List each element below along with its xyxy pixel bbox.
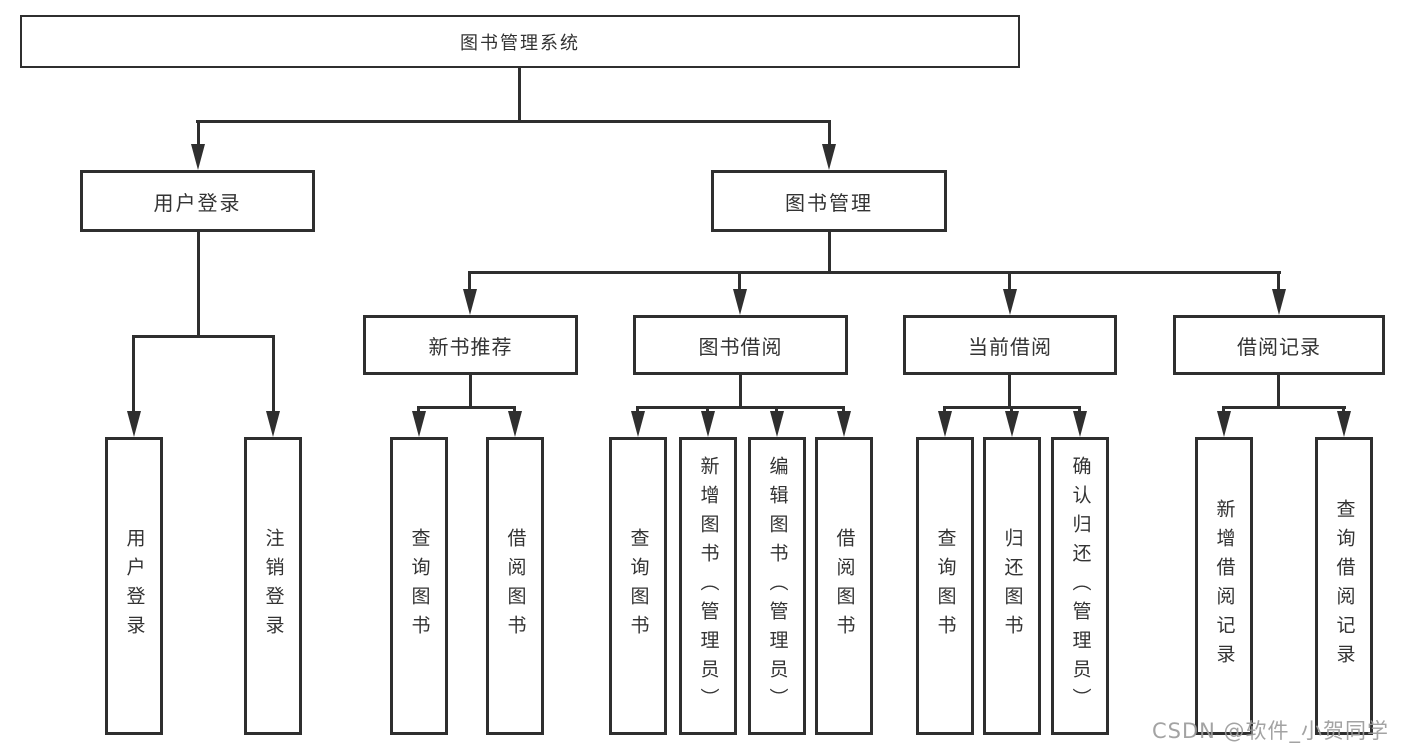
arrow-down-icon: [938, 411, 952, 437]
node-label: 图书管理: [785, 190, 873, 215]
connector-line: [636, 406, 845, 409]
arrow-down-icon: [463, 289, 477, 315]
leaf-query-books-borrow: 查询图书: [609, 437, 667, 735]
connector-line: [196, 120, 831, 123]
node-current-borrow: 当前借阅: [903, 315, 1117, 375]
leaf-return-book: 归还图书: [983, 437, 1041, 735]
node-label: 归还图书: [1001, 528, 1024, 644]
connector-line: [197, 120, 200, 150]
arrow-down-icon: [733, 289, 747, 315]
arrow-down-icon: [412, 411, 426, 437]
arrow-down-icon: [266, 411, 280, 437]
leaf-borrow-books: 借阅图书: [815, 437, 873, 735]
node-label: 图书管理系统: [460, 32, 580, 54]
arrow-down-icon: [631, 411, 645, 437]
node-user-login: 用户登录: [80, 170, 315, 232]
node-label: 编辑图书（管理员）: [766, 455, 789, 717]
connector-line: [132, 335, 135, 415]
leaf-add-book-admin: 新增图书（管理员）: [679, 437, 737, 735]
watermark: CSDN @软件_小贺同学: [1152, 719, 1390, 743]
arrow-down-icon: [1217, 411, 1231, 437]
arrow-down-icon: [191, 144, 205, 170]
leaf-borrow-books-recommend: 借阅图书: [486, 437, 544, 735]
connector-line: [1008, 373, 1011, 409]
leaf-query-borrow-record: 查询借阅记录: [1315, 437, 1373, 735]
leaf-user-login: 用户登录: [105, 437, 163, 735]
leaf-confirm-return-admin: 确认归还（管理员）: [1051, 437, 1109, 735]
node-label: 当前借阅: [968, 334, 1052, 359]
arrow-down-icon: [837, 411, 851, 437]
node-label: 用户登录: [153, 190, 242, 215]
connector-line: [828, 120, 831, 150]
node-label: 查询借阅记录: [1333, 499, 1356, 673]
node-library-system: 图书管理系统: [20, 15, 1020, 68]
arrow-down-icon: [1003, 289, 1017, 315]
leaf-add-borrow-record: 新增借阅记录: [1195, 437, 1253, 735]
node-label: 借阅图书: [504, 528, 527, 644]
connector-line: [468, 271, 471, 296]
leaf-edit-book-admin: 编辑图书（管理员）: [748, 437, 806, 735]
node-label: 借阅图书: [833, 528, 856, 644]
arrow-down-icon: [127, 411, 141, 437]
connector-line: [518, 66, 521, 123]
arrow-down-icon: [508, 411, 522, 437]
connector-line: [739, 373, 742, 409]
node-label: 用户登录: [123, 528, 146, 644]
arrow-down-icon: [1073, 411, 1087, 437]
node-book-borrow: 图书借阅: [633, 315, 848, 375]
connector-line: [1277, 271, 1280, 296]
arrow-down-icon: [1272, 289, 1286, 315]
leaf-logout: 注销登录: [244, 437, 302, 735]
leaf-query-books-recommend: 查询图书: [390, 437, 448, 735]
leaf-query-books-current: 查询图书: [916, 437, 974, 735]
node-new-book-recommend: 新书推荐: [363, 315, 578, 375]
connector-line: [272, 335, 275, 415]
node-label: 图书借阅: [698, 334, 783, 359]
connector-line: [197, 230, 200, 338]
node-book-management: 图书管理: [711, 170, 947, 232]
node-label: 借阅记录: [1237, 334, 1321, 359]
node-label: 查询图书: [627, 528, 650, 644]
node-label: 新书推荐: [428, 334, 513, 359]
arrow-down-icon: [701, 411, 715, 437]
arrow-down-icon: [1337, 411, 1351, 437]
arrow-down-icon: [822, 144, 836, 170]
connector-line: [469, 373, 472, 409]
connector-line: [132, 335, 275, 338]
node-label: 新增借阅记录: [1213, 499, 1236, 673]
connector-line: [1277, 373, 1280, 409]
node-label: 新增图书（管理员）: [697, 455, 720, 717]
node-label: 确认归还（管理员）: [1069, 455, 1092, 717]
node-label: 查询图书: [408, 528, 431, 644]
connector-line: [417, 406, 516, 409]
arrow-down-icon: [1005, 411, 1019, 437]
connector-line: [1222, 406, 1346, 409]
connector-line: [468, 271, 1281, 274]
node-label: 注销登录: [262, 528, 285, 644]
connector-line: [1008, 271, 1011, 296]
connector-line: [738, 271, 741, 296]
connector-line: [828, 230, 831, 274]
arrow-down-icon: [770, 411, 784, 437]
node-label: 查询图书: [934, 528, 957, 644]
node-borrow-records: 借阅记录: [1173, 315, 1385, 375]
